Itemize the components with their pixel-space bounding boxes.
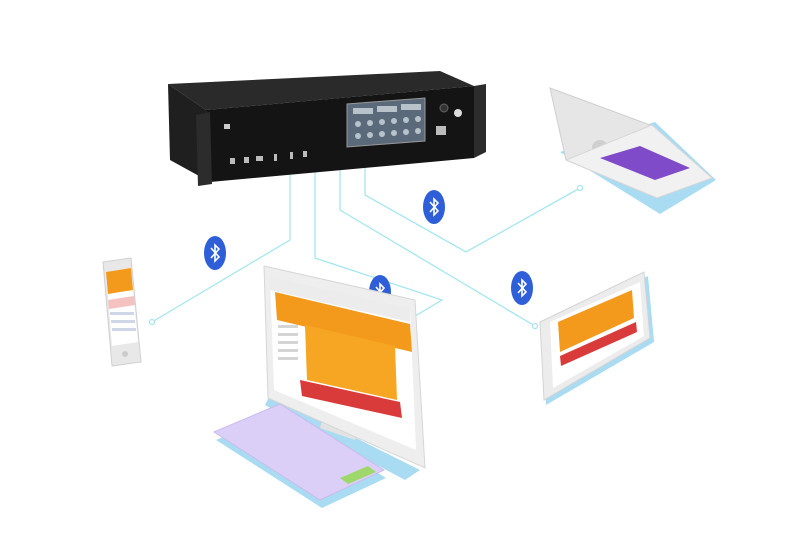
connection-line-smartphone — [151, 165, 291, 323]
rack-controller-icon — [168, 71, 486, 186]
connection-line-laptop — [364, 158, 581, 253]
keyboard-icon — [212, 403, 386, 508]
connection-line-tablet — [339, 162, 536, 327]
bluetooth-icon — [423, 190, 445, 224]
desktop-monitor-icon — [263, 265, 426, 480]
smartphone-icon — [102, 257, 142, 367]
laptop-icon — [549, 87, 716, 214]
bluetooth-icon — [204, 236, 226, 270]
bluetooth-icon — [511, 271, 533, 305]
tablet-icon — [539, 271, 654, 405]
